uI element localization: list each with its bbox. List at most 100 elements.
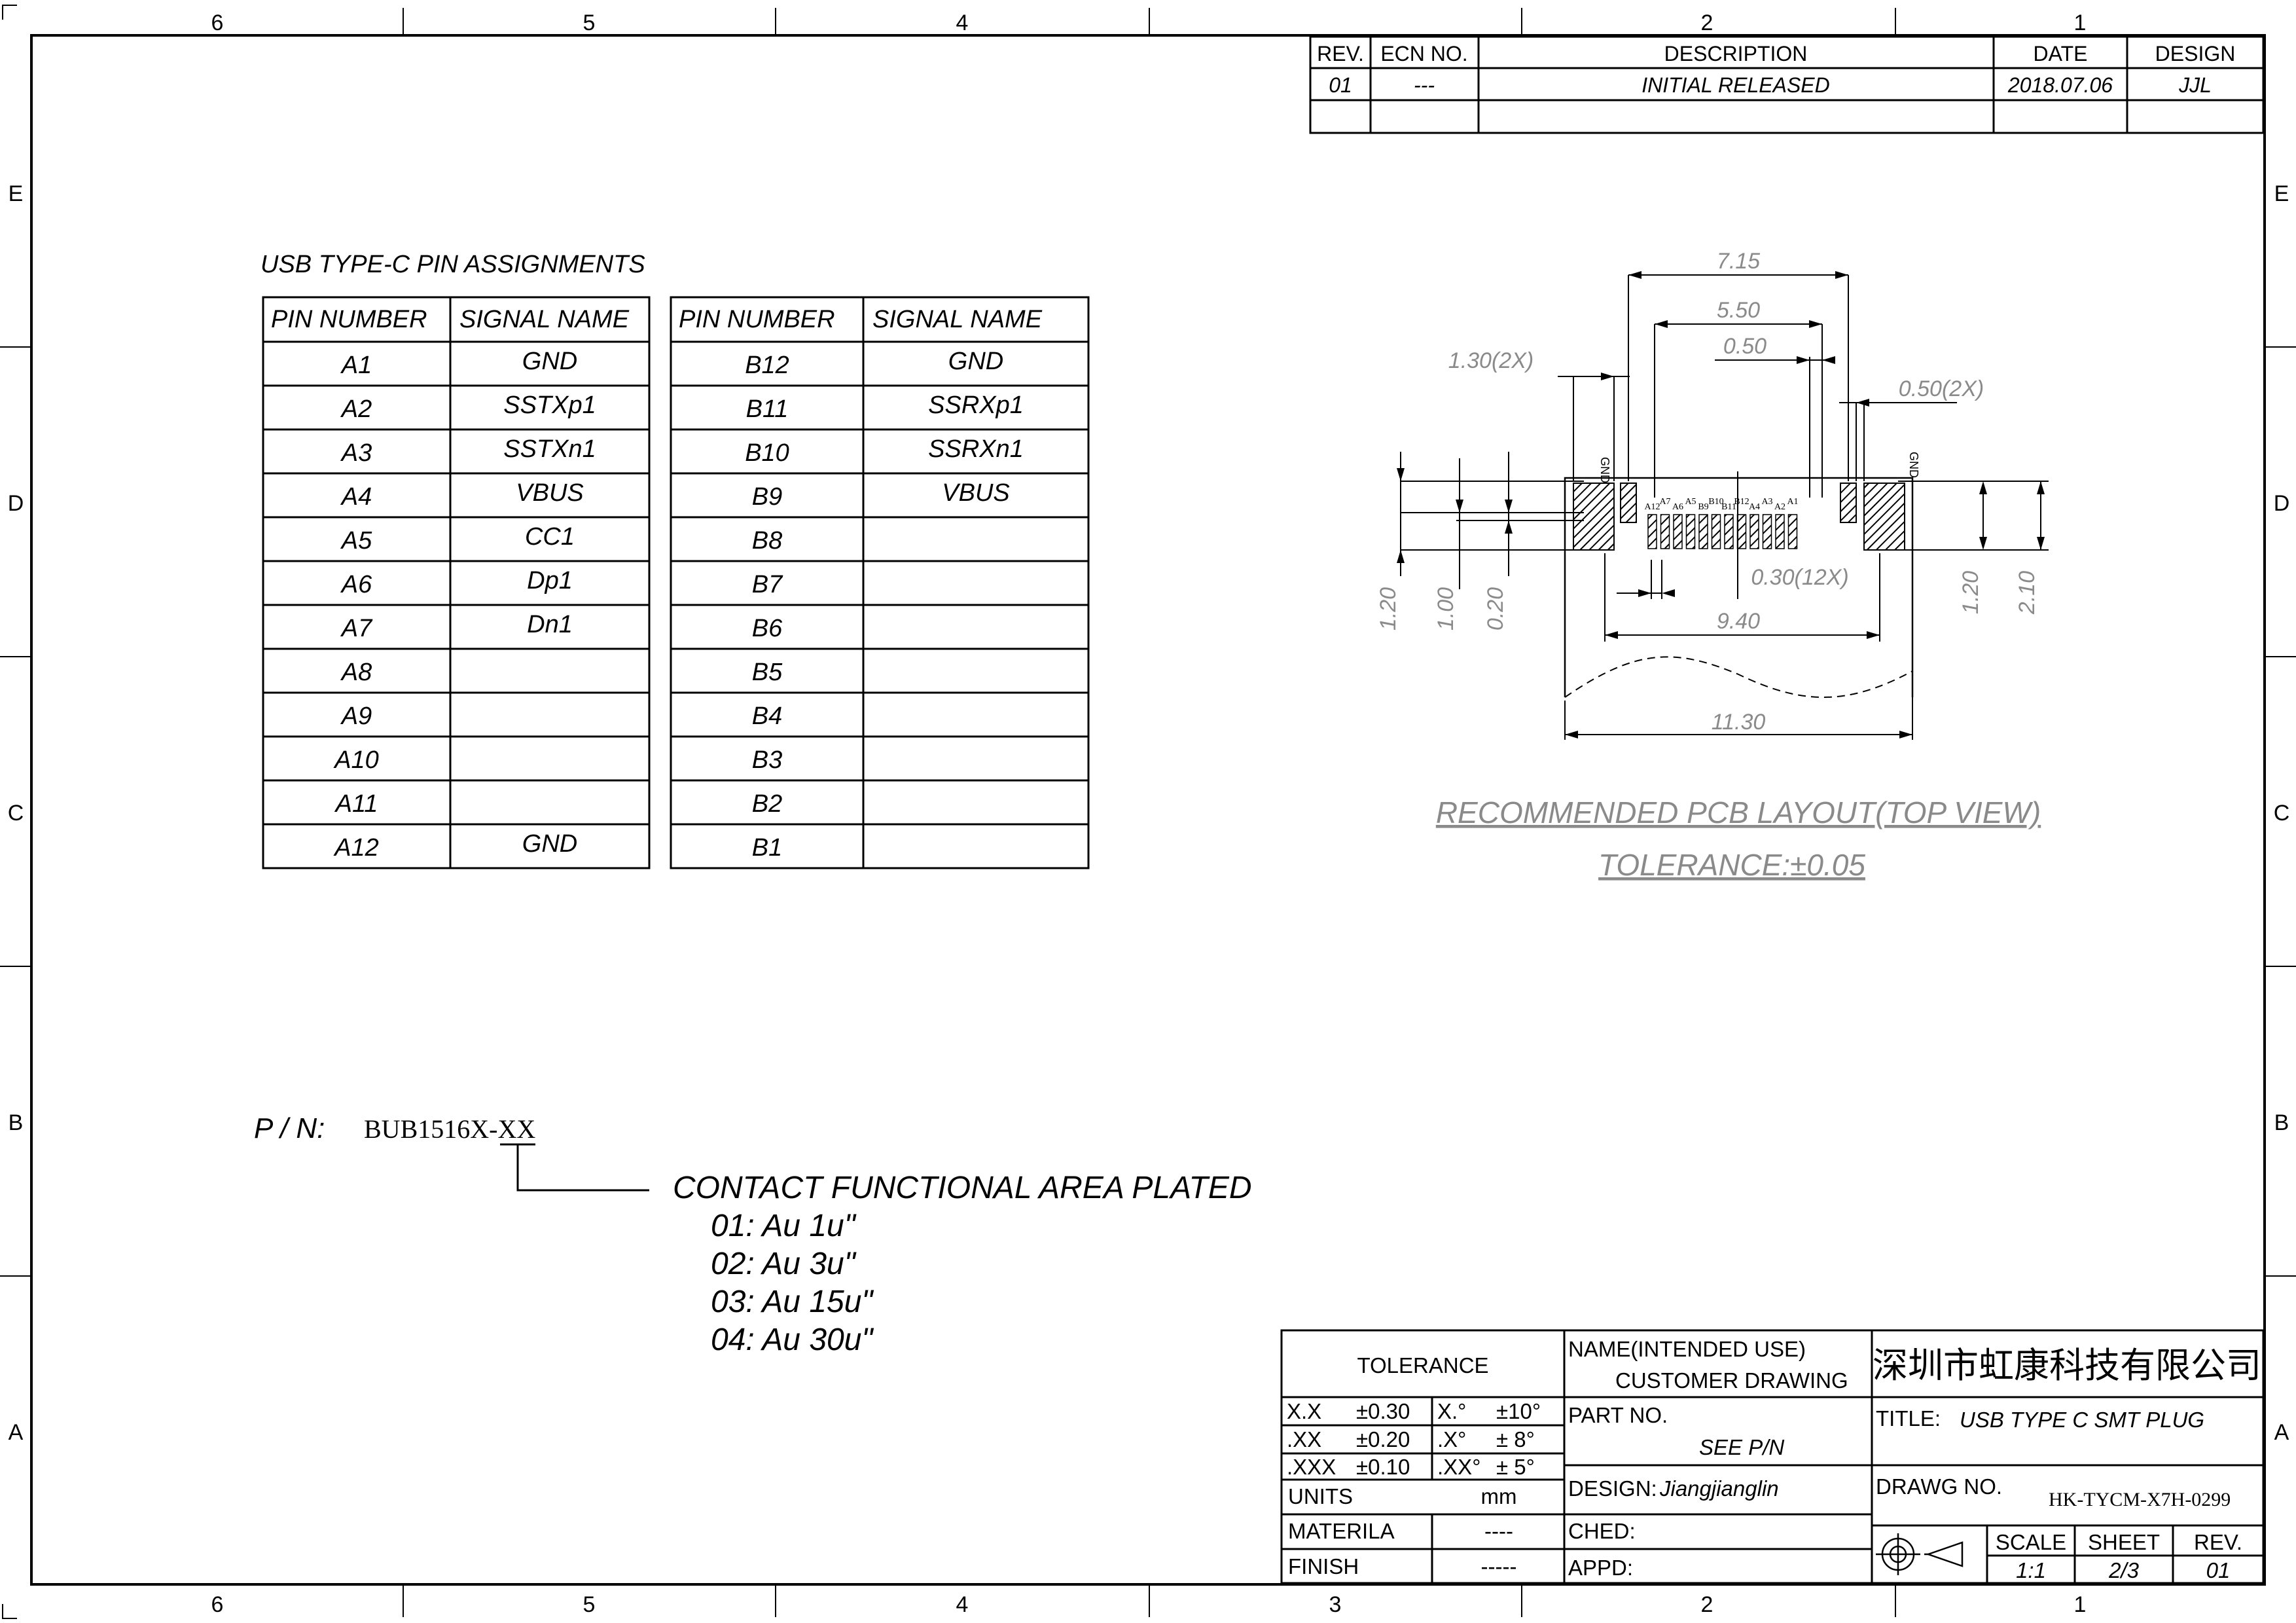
pin-number-cell: B9 [752, 483, 782, 511]
pin-number-cell: A7 [340, 615, 373, 642]
pn-option: 04: Au 30u" [711, 1322, 874, 1357]
drawing-no-label: DRAWG NO. [1876, 1474, 2002, 1499]
signal-name-cell: SSRXn1 [928, 435, 1024, 463]
tol-linear-2-value: ±0.20 [1356, 1427, 1410, 1451]
pad-label: B10 [1708, 497, 1723, 507]
signal-name-cell: CC1 [525, 523, 575, 551]
revision-block: REV. ECN NO. DESCRIPTION DATE DESIGN 01 … [1309, 35, 2265, 134]
pad-label: A4 [1749, 502, 1760, 512]
rev-label: REV. [2194, 1530, 2242, 1554]
layout-tolerance: TOLERANCE:±0.05 [1598, 848, 1865, 882]
rev-cell-date: 2018.07.06 [2007, 73, 2113, 97]
dim-11-30: 11.30 [1712, 710, 1766, 735]
rev-header-date: DATE [2034, 42, 2088, 65]
pad-label: A7 [1659, 497, 1670, 507]
gnd-pad-right-small [1840, 483, 1857, 523]
pin-number-cell: A4 [340, 483, 372, 511]
name-label: NAME(INTENDED USE) [1568, 1337, 1806, 1361]
tol-angle-1-value: ±10° [1496, 1399, 1541, 1423]
signal-pad [1749, 514, 1759, 549]
ched-label: CHED: [1568, 1519, 1636, 1543]
signal-pad [1775, 514, 1785, 549]
pin-number-cell: A1 [340, 352, 372, 379]
pin-assignments-title: USB TYPE-C PIN ASSIGNMENTS [260, 251, 645, 278]
pad-label: A5 [1685, 497, 1696, 507]
signal-pad [1736, 514, 1747, 549]
units-value: mm [1481, 1484, 1517, 1508]
projection-symbol-icon [1876, 1533, 1964, 1575]
tol-linear-1-value: ±0.30 [1356, 1399, 1410, 1423]
rev-header-description: DESCRIPTION [1664, 42, 1808, 65]
signal-name-cell: VBUS [516, 479, 583, 507]
drawing-frame [0, 5, 2296, 1619]
gnd-pad-left-large [1573, 483, 1615, 551]
rev-cell-rev: 01 [1329, 73, 1352, 97]
dim-0-50-2x: 0.50(2X) [1899, 376, 1984, 401]
pin-table-a-outline [262, 296, 651, 869]
zone-labels: 6 5 4 2 1 6 5 4 3 2 1 E D C B A E D C B … [8, 10, 2290, 1617]
zone-col-top: 4 [956, 10, 969, 35]
signal-name-cell: VBUS [942, 479, 1009, 507]
signal-name-cell: GND [522, 348, 577, 375]
pad-label: A3 [1761, 497, 1772, 507]
pad-label: B9 [1698, 502, 1708, 512]
part-number-section: P / N: BUB1516X-XX CONTACT FUNCTIONAL AR… [254, 1112, 1252, 1357]
pin-number-header: PIN NUMBER [271, 306, 427, 333]
dim-5-50: 5.50 [1717, 298, 1760, 323]
pin-number-header: PIN NUMBER [679, 306, 835, 333]
zone-col-bottom: 4 [956, 1592, 969, 1617]
pin-number-cell: B3 [752, 746, 782, 774]
pad-label: B11 [1721, 502, 1736, 512]
zone-row-right: E [2274, 181, 2289, 206]
pad-label: A12 [1644, 502, 1660, 512]
pin-table-b-outline [670, 296, 1090, 869]
dimension-lines [1400, 274, 2049, 740]
dim-1-00: 1.00 [1433, 587, 1458, 630]
tol-angle-2: .X° [1437, 1427, 1466, 1451]
pn-value: BUB1516X-XX [364, 1114, 535, 1144]
tolerance-label: TOLERANCE [1357, 1353, 1488, 1377]
zone-col-top: 2 [1701, 10, 1713, 35]
zone-col-bottom: 1 [2074, 1592, 2087, 1617]
dim-0-30-12x: 0.30(12X) [1751, 565, 1848, 590]
material-label: MATERILA [1288, 1519, 1395, 1543]
signal-pad [1762, 514, 1772, 549]
gnd-pad-right-large [1863, 483, 1905, 551]
appd-label: APPD: [1568, 1556, 1633, 1580]
drawing-no-value: HK-TYCM-X7H-0299 [2049, 1489, 2231, 1510]
zone-row-right: C [2274, 801, 2290, 826]
pin-number-cell: A8 [340, 659, 372, 686]
signal-name-cell: GND [948, 348, 1003, 375]
pin-number-cell: B2 [752, 790, 782, 818]
title-label: TITLE: [1876, 1406, 1941, 1431]
pin-number-cell: A3 [340, 439, 372, 467]
pn-callout-title: CONTACT FUNCTIONAL AREA PLATED [673, 1171, 1252, 1205]
tol-angle-1: X.° [1437, 1399, 1466, 1423]
rev-header-design: DESIGN [2155, 42, 2236, 65]
zone-row-right: B [2274, 1110, 2289, 1135]
pad-label: A6 [1672, 502, 1683, 512]
rev-cell-ecn: --- [1414, 73, 1435, 97]
signal-name-cell: Dn1 [527, 611, 573, 638]
zone-col-top: 1 [2074, 10, 2087, 35]
name-value: CUSTOMER DRAWING [1615, 1368, 1848, 1393]
signal-pad [1647, 514, 1657, 549]
zone-row-right: D [2274, 491, 2290, 516]
dim-9-40: 9.40 [1717, 609, 1760, 634]
layout-caption: RECOMMENDED PCB LAYOUT(TOP VIEW) [1436, 795, 2041, 830]
signal-name-header: SIGNAL NAME [872, 306, 1043, 333]
zone-row-left: B [9, 1110, 24, 1135]
sheet-value: 2/3 [2108, 1558, 2140, 1582]
pin-number-cell: B6 [752, 615, 783, 642]
pin-number-cell: A11 [334, 790, 378, 818]
pn-label: P / N: [254, 1112, 325, 1144]
pin-number-cell: B12 [745, 352, 789, 379]
tol-linear-2: .XX [1287, 1427, 1321, 1451]
pin-assignments: USB TYPE-C PIN ASSIGNMENTS PIN NUMBER SIG… [260, 251, 1090, 869]
pin-number-cell: A5 [340, 527, 372, 555]
title-block: TOLERANCE X.X ±0.30 X.° ±10° .XX ±0.20 .… [1280, 1329, 2265, 1584]
zone-col-bottom: 2 [1701, 1592, 1713, 1617]
